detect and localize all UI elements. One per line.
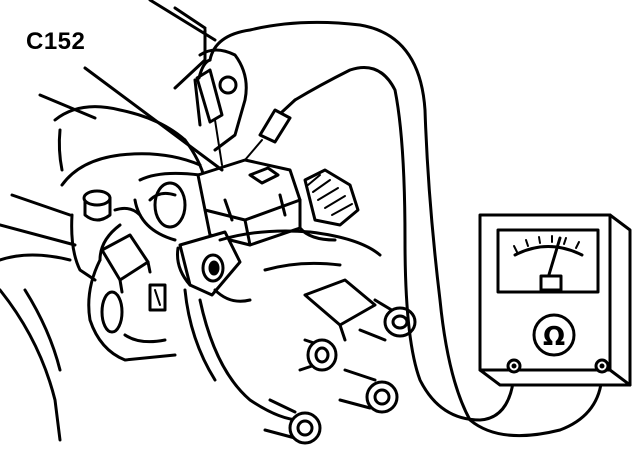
engine-block (0, 0, 217, 442)
rotor-gear (298, 168, 360, 242)
cap-tower-lower-right (338, 368, 399, 414)
meter-needle (546, 236, 562, 280)
callout-label-c152: C152 (26, 28, 86, 55)
meter-dial[interactable]: Ω (532, 313, 576, 357)
ohm-symbol: Ω (543, 322, 565, 352)
meter-terminal-right[interactable] (594, 358, 610, 374)
mounting-bracket (193, 48, 248, 152)
cap-tower-lower-left (263, 398, 322, 445)
meter-display (496, 228, 600, 294)
distributor-cap (183, 229, 382, 422)
callout-leader-line (83, 66, 224, 172)
connector-c152 (196, 158, 302, 247)
mounting-stud (70, 189, 142, 282)
vacuum-fitting (176, 230, 242, 297)
test-probe-right (244, 98, 297, 161)
test-lead-left (208, 20, 604, 438)
meter-terminal-left[interactable] (506, 358, 522, 374)
side-connector (100, 233, 152, 294)
test-lead-right (293, 66, 516, 422)
cap-tower-center (298, 338, 338, 372)
ohmmeter: Ω (478, 213, 632, 387)
